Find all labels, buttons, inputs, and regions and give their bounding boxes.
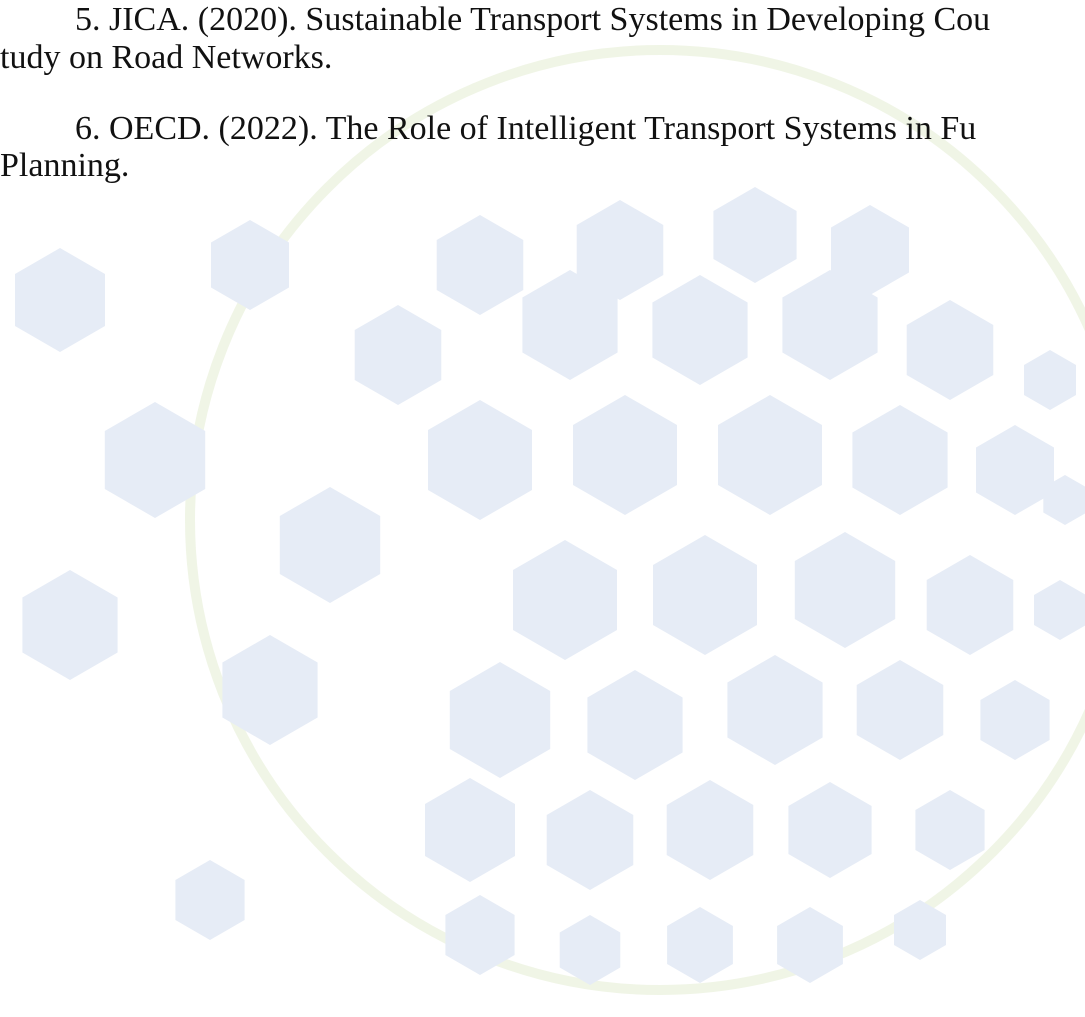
watermark-hexagon — [222, 635, 318, 745]
watermark-hexagon — [1034, 580, 1085, 640]
watermark-hexagon — [428, 400, 532, 520]
watermark-hexagon — [436, 215, 524, 315]
watermark-hexagon — [713, 187, 797, 283]
watermark-hexagon — [104, 402, 206, 518]
watermark-hexagon — [546, 790, 634, 890]
reference-5-line-2: tudy on Road Networks. — [0, 39, 333, 76]
watermark-hexagon — [522, 270, 618, 380]
watermark-hexagon — [573, 395, 677, 515]
watermark-hexagon — [653, 535, 757, 655]
watermark-hexagon — [22, 570, 118, 680]
watermark-hexagon — [576, 200, 664, 300]
watermark-hexagon — [449, 662, 551, 778]
watermark-hexagon — [976, 425, 1054, 515]
watermark-hexagon — [727, 655, 823, 765]
watermark-hexagon — [894, 900, 946, 960]
watermark-hexagon — [559, 915, 621, 985]
reference-5-line-1: 5. JICA. (2020). Sustainable Transport S… — [75, 1, 991, 38]
watermark-hexagon — [980, 680, 1050, 760]
watermark-hexagon — [794, 532, 896, 648]
watermark-hexagon — [354, 305, 442, 405]
watermark-hexagon — [718, 395, 822, 515]
watermark-hexagon — [587, 670, 683, 780]
watermark-hexagon — [1043, 475, 1085, 525]
watermark-hexagon — [666, 780, 754, 880]
watermark-hexagon — [906, 300, 994, 400]
watermark-hexagon — [1024, 350, 1076, 410]
watermark-hexagon — [445, 895, 515, 975]
watermark-hexagon — [667, 907, 733, 983]
watermark-hexagon — [425, 778, 515, 882]
watermark-hexagon — [831, 205, 909, 295]
watermark-hexagon — [279, 487, 381, 603]
watermark-hexagon — [15, 248, 105, 352]
watermark-hexagon — [211, 220, 289, 310]
watermark-hexagon — [915, 790, 985, 870]
watermark-hexagon — [777, 907, 843, 983]
watermark-hexagon — [856, 660, 944, 760]
watermark-hexagon — [926, 555, 1014, 655]
watermark-hexagon — [782, 270, 878, 380]
watermark-hexagon — [175, 860, 245, 940]
reference-6-line-2: Planning. — [0, 147, 130, 184]
watermark-hexagon — [652, 275, 748, 385]
watermark-hexagon — [788, 782, 872, 878]
reference-6-line-1: 6. OECD. (2022). The Role of Intelligent… — [75, 110, 977, 147]
watermark-hexagon — [513, 540, 617, 660]
watermark-hexagon — [852, 405, 948, 515]
